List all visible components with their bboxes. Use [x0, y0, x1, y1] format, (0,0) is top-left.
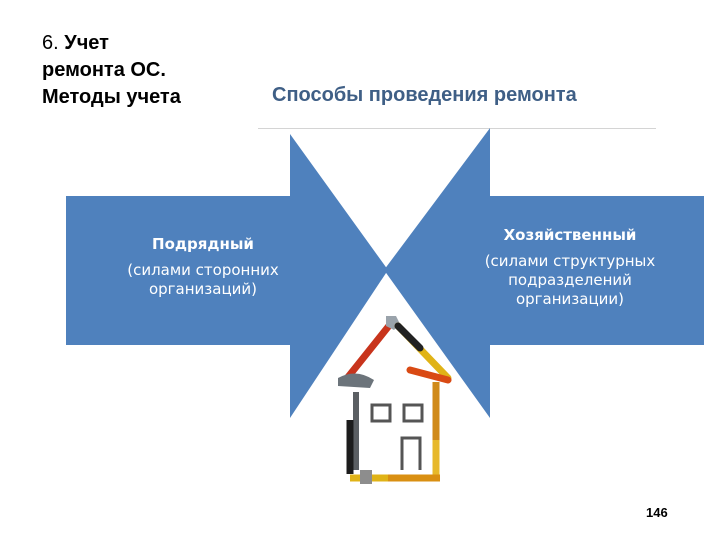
section-title-line-2: ремонта ОС. [42, 59, 166, 81]
section-title-line-3: Методы учета [42, 86, 181, 108]
right-option-description: (силами структурных подразделений органи… [484, 252, 656, 308]
left-option-description: (силами сторонних организаций) [127, 261, 279, 298]
heading-divider [258, 128, 656, 129]
section-title-line-1: Учет [64, 32, 109, 54]
slide-heading: Способы проведения ремонта [272, 84, 577, 106]
left-option-title: Подрядный [152, 235, 254, 253]
house-of-tools-icon [338, 316, 452, 484]
left-option: Подрядный (силами сторонних организаций) [98, 235, 308, 299]
right-arrow-shape [384, 128, 704, 418]
right-option-title: Хозяйственный [503, 226, 637, 244]
section-number: 6. [42, 32, 59, 54]
section-title: 6. Учет ремонта ОС. Методы учета [42, 30, 242, 111]
left-arrow-shape [66, 134, 388, 418]
right-option: Хозяйственный (силами структурных подраз… [455, 226, 685, 309]
page-number: 146 [646, 505, 668, 520]
